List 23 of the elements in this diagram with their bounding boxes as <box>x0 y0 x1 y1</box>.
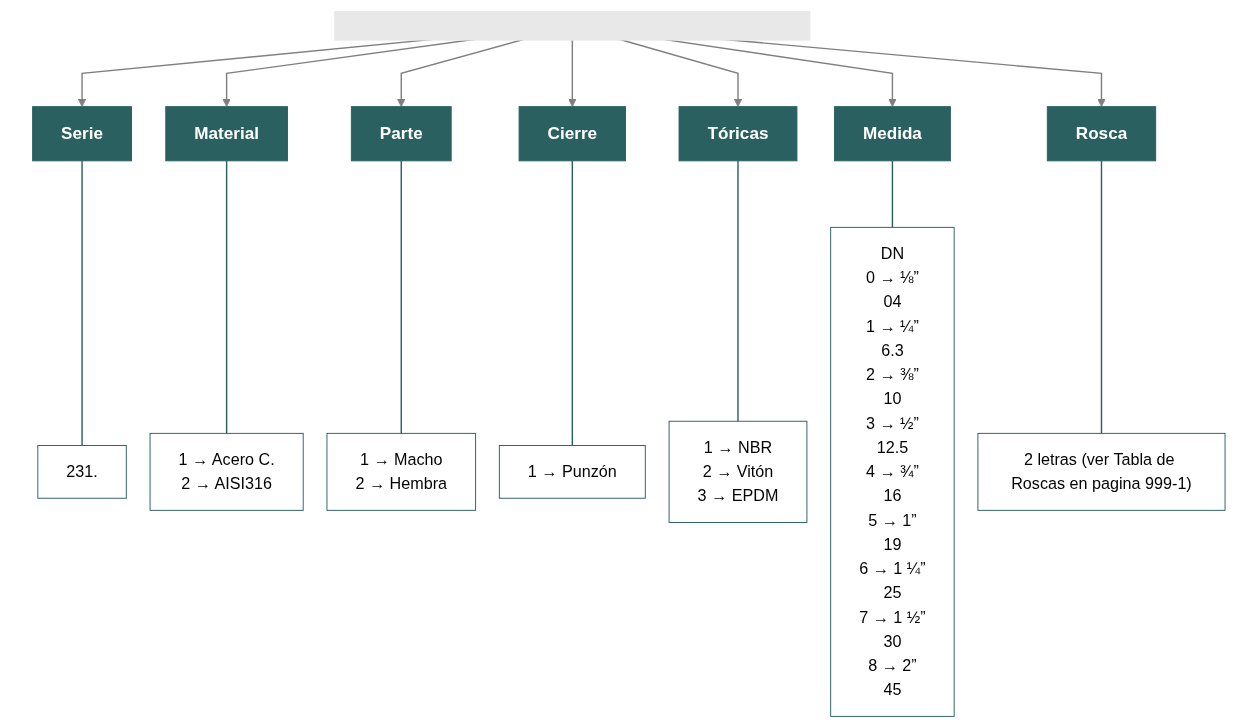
connector <box>737 159 739 422</box>
node-box: 1 → Punzón <box>499 444 646 499</box>
node-box: DN 0 → ⅛” 04 1 → ¼” 6.3 2 → ⅜” 10 3 → ½” 12.5 4 → ¾” 16 5 → 1” 19 6 → 1 ¼” 25 7 → 1 ½” 30 8 → 2” 45 <box>830 226 955 717</box>
connector <box>891 159 894 228</box>
node-box: 2 letras (ver Tabla de Roscas en pagina 999-1) <box>977 432 1226 511</box>
node-box: Cierre <box>518 105 627 161</box>
arrow <box>568 38 577 107</box>
node-box: 1 → Macho 2 → Hembra <box>326 432 477 511</box>
node-box <box>334 10 811 41</box>
connector <box>400 159 403 434</box>
connector <box>1100 159 1103 434</box>
node-box: Parte <box>351 105 452 161</box>
connector <box>571 159 574 446</box>
node-box: 231. <box>37 444 127 499</box>
node-box: 1 → NBR 2 → Vitón 3 → EPDM <box>668 420 808 523</box>
node-box: Tóricas <box>678 105 798 161</box>
node-box: Serie <box>32 105 133 161</box>
connector <box>226 159 228 434</box>
node-box: 1 → Acero C. 2 → AISI316 <box>149 432 304 511</box>
node-box: Material <box>165 105 289 161</box>
node-box: Rosca <box>1047 105 1157 161</box>
node-box: Medida <box>834 105 952 161</box>
connector <box>81 159 83 446</box>
